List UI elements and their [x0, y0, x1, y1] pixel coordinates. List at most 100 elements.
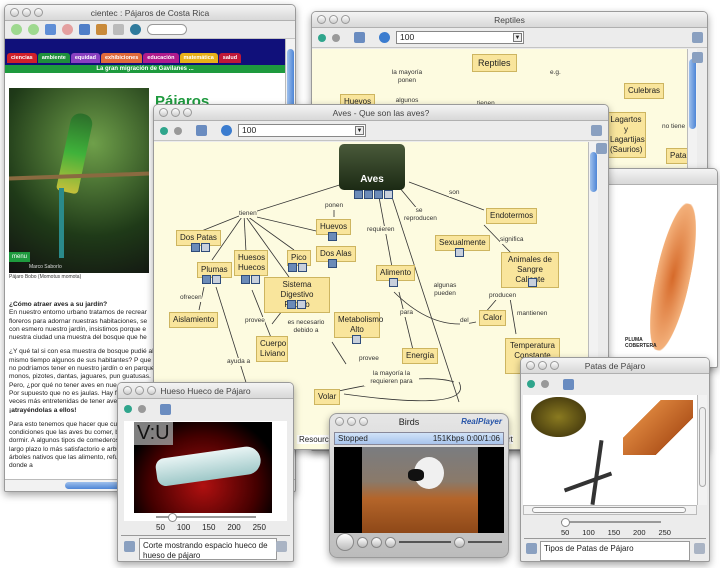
mute-button[interactable]	[454, 536, 465, 548]
node-huevos[interactable]: Huevos	[316, 219, 352, 235]
video-frame[interactable]	[334, 447, 504, 533]
forward-icon[interactable]	[541, 380, 549, 388]
document-icon[interactable]	[352, 335, 361, 344]
forward-icon[interactable]	[332, 33, 340, 42]
share-icon[interactable]	[591, 125, 602, 136]
font-icon[interactable]	[526, 543, 537, 554]
document-icon[interactable]	[455, 248, 464, 257]
window-controls[interactable]	[10, 8, 43, 17]
feet-hscroll[interactable]	[523, 505, 697, 515]
zoom-select[interactable]: 100▼	[396, 31, 524, 44]
document-icon[interactable]	[384, 190, 393, 199]
slider-knob[interactable]	[561, 518, 570, 527]
nav-tab-exhibiciones[interactable]: exhibiciones	[100, 53, 143, 63]
bookmarks-icon[interactable]	[79, 24, 90, 35]
menu-button[interactable]: menu	[9, 252, 31, 262]
node-culebras[interactable]: Culebras	[624, 83, 665, 99]
document-icon[interactable]	[389, 278, 398, 287]
font-icon[interactable]	[124, 541, 135, 552]
bone-caption[interactable]: Corte mostrando espacio hueco de hueso d…	[139, 538, 277, 560]
window-controls[interactable]	[317, 15, 350, 24]
image-icon[interactable]	[328, 232, 337, 241]
resources-label[interactable]: Resource	[297, 435, 336, 444]
image-icon[interactable]	[202, 275, 211, 284]
map-icon[interactable]	[374, 190, 383, 199]
home-icon[interactable]	[96, 24, 107, 35]
volume-slider[interactable]	[468, 541, 502, 543]
refresh-icon[interactable]	[45, 24, 56, 35]
stop-icon[interactable]	[62, 24, 73, 35]
position-slider[interactable]	[399, 541, 451, 543]
paragraph-2: ¿Y qué tal si con esa muestra de bosque …	[9, 348, 158, 406]
forward-icon[interactable]	[174, 126, 182, 135]
node-endotermos[interactable]: Endotermos	[486, 208, 538, 224]
search-engine-icon[interactable]	[147, 24, 187, 35]
node-aislamiento[interactable]: Aislamiento	[169, 312, 219, 328]
forward-icon[interactable]	[28, 24, 39, 35]
node-metabolismo[interactable]: Metabolismo Alto	[334, 312, 383, 338]
nav-tab-equidad[interactable]: equidad	[70, 53, 100, 63]
play-button[interactable]	[336, 533, 354, 551]
window-controls[interactable]	[159, 108, 192, 117]
document-icon[interactable]	[201, 243, 210, 252]
node-calor[interactable]: Calor	[479, 310, 507, 326]
image-icon[interactable]	[354, 190, 363, 199]
share-icon[interactable]	[692, 32, 703, 43]
window-controls[interactable]	[123, 386, 156, 395]
image-icon[interactable]	[287, 300, 296, 309]
web-icon[interactable]	[364, 190, 373, 199]
document-icon[interactable]	[297, 300, 306, 309]
feet-zoom-slider[interactable]	[561, 518, 661, 527]
back-icon[interactable]	[527, 380, 535, 388]
node-sistema-digestivo[interactable]: Sistema Digestivo Rápido	[264, 277, 330, 313]
window-controls[interactable]	[526, 361, 559, 370]
image-icon[interactable]	[191, 243, 200, 252]
feet-caption[interactable]: Tipos de Patas de Pájaro	[540, 541, 690, 561]
fastforward-button[interactable]	[385, 536, 396, 548]
nav-tab-salud[interactable]: salud	[218, 53, 242, 63]
node-lagartos[interactable]: Lagartos y Lagartijas (Saurios)	[606, 112, 646, 158]
view-menu-icon[interactable]	[563, 378, 574, 390]
node-cuerpo-liviano[interactable]: Cuerpo Liviano	[256, 336, 288, 362]
document-icon[interactable]	[212, 275, 221, 284]
history-icon[interactable]	[113, 24, 124, 35]
image-icon[interactable]	[328, 259, 337, 268]
view-menu-icon[interactable]	[160, 403, 171, 415]
view-menu-icon[interactable]	[196, 125, 207, 136]
node-reptiles[interactable]: Reptiles	[472, 54, 517, 72]
aves-root-node[interactable]: Aves	[339, 144, 405, 190]
back-icon[interactable]	[160, 126, 168, 135]
save-icon[interactable]	[276, 541, 287, 552]
save-icon[interactable]	[694, 543, 705, 554]
slider-knob[interactable]	[168, 513, 177, 522]
back-icon[interactable]	[11, 24, 22, 35]
node-huesos-huecos[interactable]: Huesos Huecos	[234, 250, 268, 276]
document-icon[interactable]	[251, 275, 260, 284]
banner[interactable]: La gran migración de Gavilanes ...	[5, 65, 285, 73]
feet-vscroll[interactable]	[697, 395, 707, 505]
image-icon[interactable]	[241, 275, 250, 284]
nav-tab-educacion[interactable]: educación	[143, 53, 179, 63]
bone-zoom-slider[interactable]	[156, 513, 256, 522]
document-icon[interactable]	[528, 278, 537, 287]
document-icon[interactable]	[298, 263, 307, 272]
view-menu-icon[interactable]	[354, 32, 365, 43]
forward-icon[interactable]	[138, 405, 146, 413]
globe-icon[interactable]	[130, 24, 141, 35]
node-energia[interactable]: Energía	[402, 348, 439, 364]
rewind-button[interactable]	[371, 536, 382, 548]
aves-vscroll[interactable]	[588, 142, 598, 449]
window-controls[interactable]	[335, 417, 368, 426]
reptiles-vscroll[interactable]	[687, 49, 697, 169]
zoom-select[interactable]: 100▼	[238, 124, 366, 137]
back-icon[interactable]	[124, 405, 132, 413]
nav-tab-ciencias[interactable]: ciencias	[7, 53, 37, 63]
nav-tab-ambiente[interactable]: ambiente	[37, 53, 70, 63]
back-icon[interactable]	[318, 33, 326, 42]
node-volar[interactable]: Volar	[314, 389, 341, 405]
stop-button[interactable]	[357, 536, 368, 548]
image-icon[interactable]	[288, 263, 297, 272]
nav-tab-matematica[interactable]: matemática	[179, 53, 218, 63]
info-icon[interactable]	[596, 143, 607, 154]
info-icon[interactable]	[692, 52, 703, 63]
